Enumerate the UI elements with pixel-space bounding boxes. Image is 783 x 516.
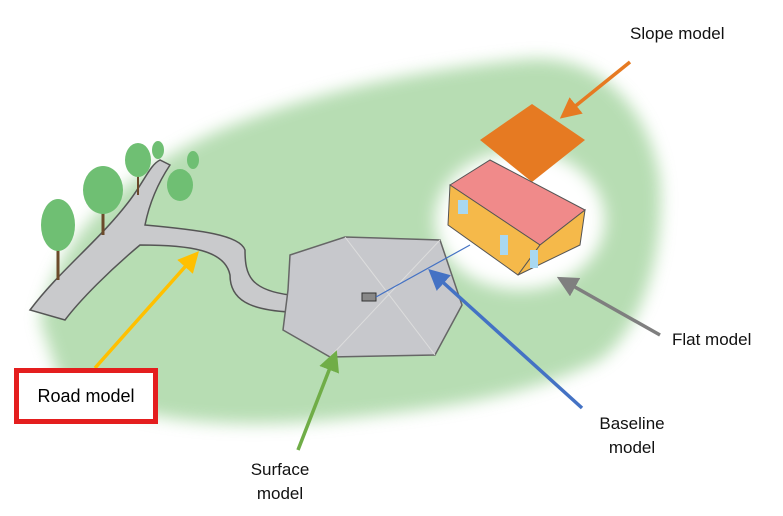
arrows bbox=[93, 60, 661, 451]
baseline-label-line1: Baseline bbox=[599, 414, 665, 433]
slope-square bbox=[480, 104, 585, 182]
slope-model-label: Slope model bbox=[630, 24, 725, 43]
surface-octagon bbox=[282, 236, 471, 358]
baseline-model-label: Baseline model bbox=[592, 412, 672, 460]
surface-model-label: Surface model bbox=[240, 458, 320, 506]
road-model-label: Road model bbox=[14, 368, 158, 424]
baseline-label-line2: model bbox=[608, 438, 656, 457]
surface-label-line1: Surface bbox=[250, 460, 310, 479]
trees bbox=[41, 141, 199, 280]
road bbox=[28, 159, 291, 321]
flat-model-label: Flat model bbox=[672, 330, 752, 349]
house bbox=[447, 159, 586, 276]
surface-label-line2: model bbox=[256, 484, 304, 503]
